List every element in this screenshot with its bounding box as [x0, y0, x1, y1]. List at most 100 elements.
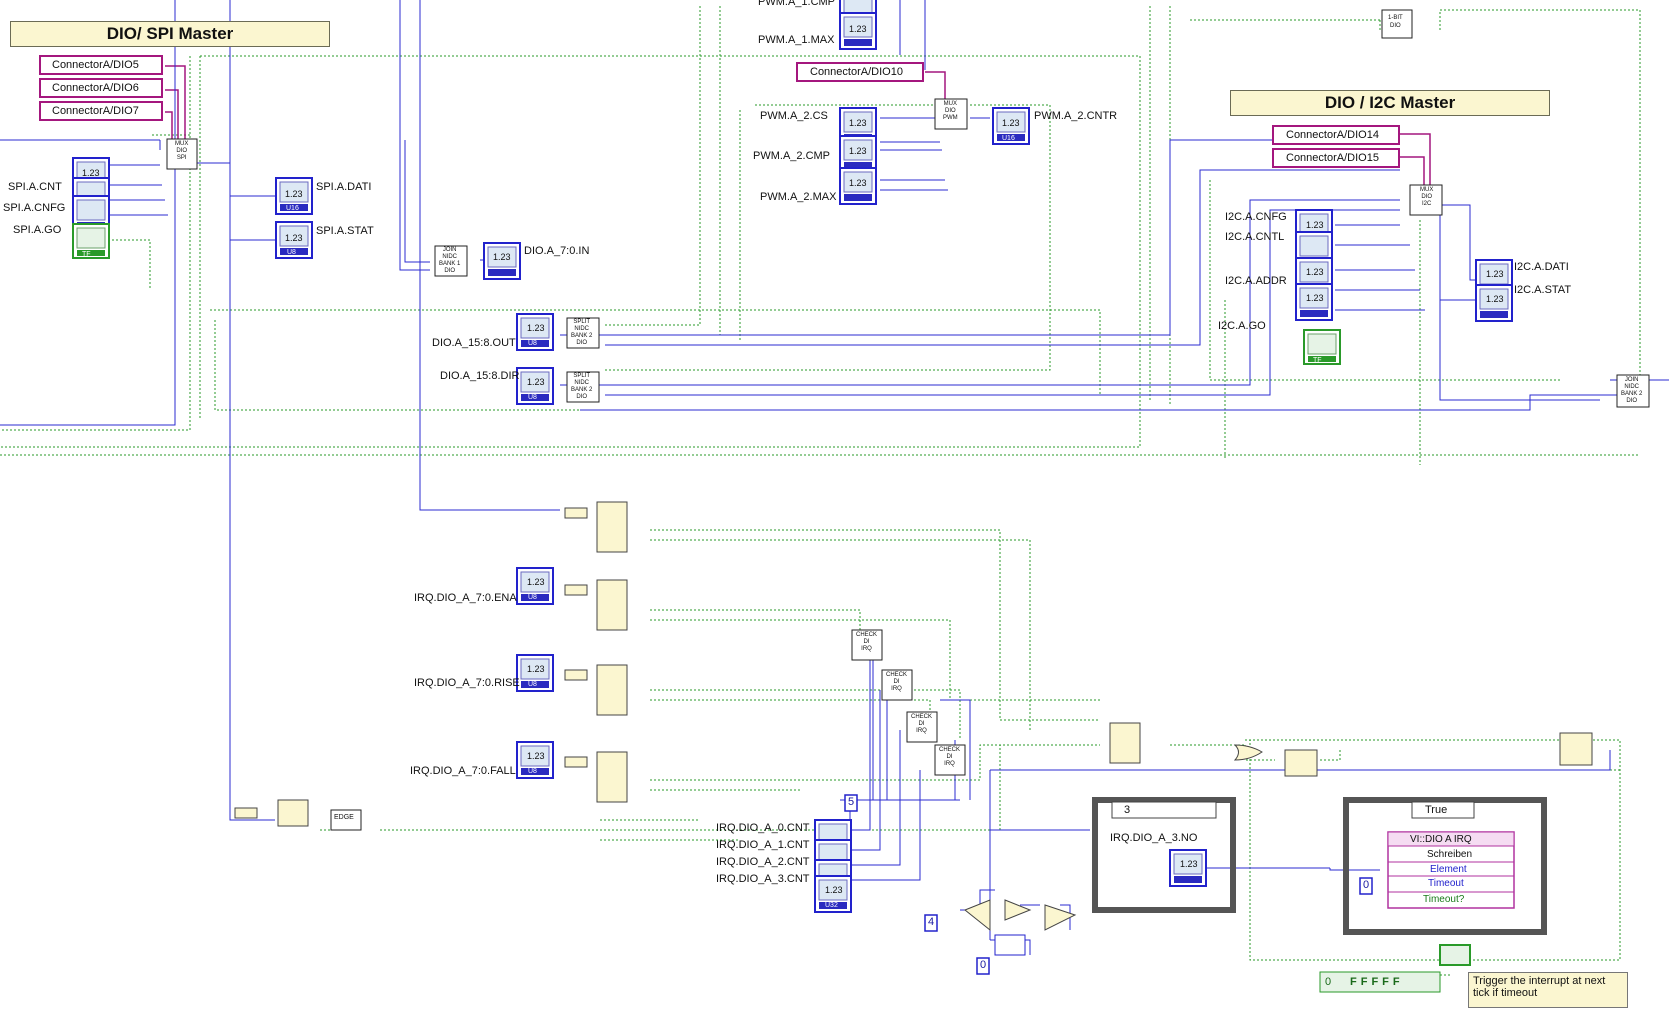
dio5-constant[interactable]: ConnectorA/DIO5 — [52, 59, 139, 71]
indicator-value: 1.23 — [1180, 859, 1198, 869]
indicator-type: U8 — [528, 594, 537, 601]
numeric-constants[interactable] — [844, 794, 1373, 975]
boolean-controls[interactable] — [72, 223, 1341, 365]
indicator-value: 1.23 — [527, 664, 545, 674]
indicator-value: 1.23 — [849, 118, 867, 128]
timeout-comment: Trigger the interrupt at next tick if ti… — [1468, 972, 1628, 1008]
label-i2c-cnfg: I2C.A.CNFG — [1225, 211, 1287, 223]
channel-constants[interactable] — [39, 55, 1400, 168]
label-irq-3-cnt: IRQ.DIO_A_3.CNT — [716, 873, 810, 885]
constant-four[interactable]: 4 — [928, 916, 935, 928]
indicator-value: 1.23 — [1002, 118, 1020, 128]
case-structure-true[interactable] — [1343, 797, 1547, 935]
dio14-constant[interactable]: ConnectorA/DIO14 — [1286, 129, 1379, 141]
vi-timeout: Timeout — [1428, 878, 1464, 889]
indicator-value: 1.23 — [527, 577, 545, 587]
constant-zero[interactable]: 0 — [1363, 879, 1370, 891]
label-irq-3-no: IRQ.DIO_A_3.NO — [1110, 832, 1198, 844]
label-spi-cnt: SPI.A.CNT — [8, 181, 62, 193]
primitive-nodes[interactable] — [964, 744, 1263, 932]
feedback-node[interactable] — [1439, 944, 1471, 966]
indicator-value: 1.23 — [527, 377, 545, 387]
indicator-value: 1.23 — [1306, 293, 1324, 303]
indicator-type: TF — [82, 251, 91, 258]
label-dio-in: DIO.A_7:0.IN — [524, 245, 590, 257]
constant-zero[interactable]: 0 — [980, 959, 987, 971]
i2c-section-title: DIO / I2C Master — [1230, 90, 1550, 116]
indicator-type: U16 — [286, 205, 299, 212]
indicator-value: 1.23 — [1486, 294, 1504, 304]
case-structure-number[interactable] — [1092, 797, 1236, 913]
indicator-type: U8 — [287, 249, 296, 256]
label-irq-0-cnt: IRQ.DIO_A_0.CNT — [716, 822, 810, 834]
subvi-nodes[interactable] — [166, 9, 1650, 831]
label-irq-ena: IRQ.DIO_A_7:0.ENA — [414, 592, 517, 604]
constant-zero[interactable]: 0 — [1325, 976, 1332, 988]
label-pwm2-cs: PWM.A_2.CS — [760, 110, 828, 122]
shift-register-node[interactable] — [994, 934, 1026, 956]
indicator-value: 1.23 — [285, 189, 303, 199]
indicator-value: 1.23 — [1306, 267, 1324, 277]
indicator-type: U8 — [528, 768, 537, 775]
vi-timeout-q: Timeout? — [1423, 894, 1465, 905]
indicator-value: 1.23 — [849, 178, 867, 188]
bool-array-constant[interactable] — [1319, 971, 1441, 993]
indicator-type: U16 — [1002, 135, 1015, 142]
indicator-value: 1.23 — [825, 885, 843, 895]
label-i2c-dati: I2C.A.DATI — [1514, 261, 1569, 273]
label-pwm1-max: PWM.A_1.MAX — [758, 34, 835, 46]
indicator-value: 1.23 — [849, 24, 867, 34]
string-wires — [165, 65, 1431, 190]
indicator-value: 1.23 — [285, 233, 303, 243]
dio10-constant[interactable]: ConnectorA/DIO10 — [810, 66, 903, 78]
label-irq-1-cnt: IRQ.DIO_A_1.CNT — [716, 839, 810, 851]
label-i2c-go: I2C.A.GO — [1218, 320, 1266, 332]
label-dio-out: DIO.A_15:8.OUT — [432, 337, 516, 349]
indicator-type: U32 — [825, 902, 838, 909]
label-irq-rise: IRQ.DIO_A_7:0.RISE — [414, 677, 520, 689]
vi-name: VI::DIO A IRQ — [1410, 834, 1472, 845]
label-spi-stat: SPI.A.STAT — [316, 225, 374, 237]
bool-array-text: FFFFF — [1350, 976, 1404, 988]
label-dio-dir: DIO.A_15:8.DIR — [440, 370, 520, 382]
indicator-value: 1.23 — [1486, 269, 1504, 279]
indicator-value: 1.23 — [527, 751, 545, 761]
label-pwm2-max: PWM.A_2.MAX — [760, 191, 837, 203]
dio6-constant[interactable]: ConnectorA/DIO6 — [52, 82, 139, 94]
edge-text: EDGE — [334, 814, 354, 821]
dio15-constant[interactable]: ConnectorA/DIO15 — [1286, 152, 1379, 164]
indicator-value: 1.23 — [493, 252, 511, 262]
indicator-type: U8 — [528, 340, 537, 347]
vi-method: Schreiben — [1427, 849, 1473, 860]
vi-element: Element — [1430, 864, 1467, 875]
label-pwm2-cmp: PWM.A_2.CMP — [753, 150, 831, 162]
label-pwm1-cmp: PWM.A_1.CMP — [758, 0, 836, 8]
indicator-value: 1.23 — [1306, 220, 1324, 230]
indicator-type: U8 — [528, 681, 537, 688]
indicator-value: 1.23 — [82, 168, 100, 178]
indicator-type: TF — [1313, 357, 1322, 364]
label-spi-cnfg: SPI.A.CNFG — [3, 202, 66, 214]
constant-five[interactable]: 5 — [848, 796, 855, 808]
array-nodes[interactable] — [234, 501, 1593, 827]
label-i2c-cntl: I2C.A.CNTL — [1225, 231, 1285, 243]
label-i2c-addr: I2C.A.ADDR — [1225, 275, 1287, 287]
dio7-constant[interactable]: ConnectorA/DIO7 — [52, 105, 139, 117]
label-irq-2-cnt: IRQ.DIO_A_2.CNT — [716, 856, 810, 868]
case-selector-value[interactable]: 3 — [1124, 804, 1131, 816]
label-spi-dati: SPI.A.DATI — [316, 181, 372, 193]
indicator-value: 1.23 — [849, 146, 867, 156]
true-selector-value[interactable]: True — [1425, 804, 1448, 816]
